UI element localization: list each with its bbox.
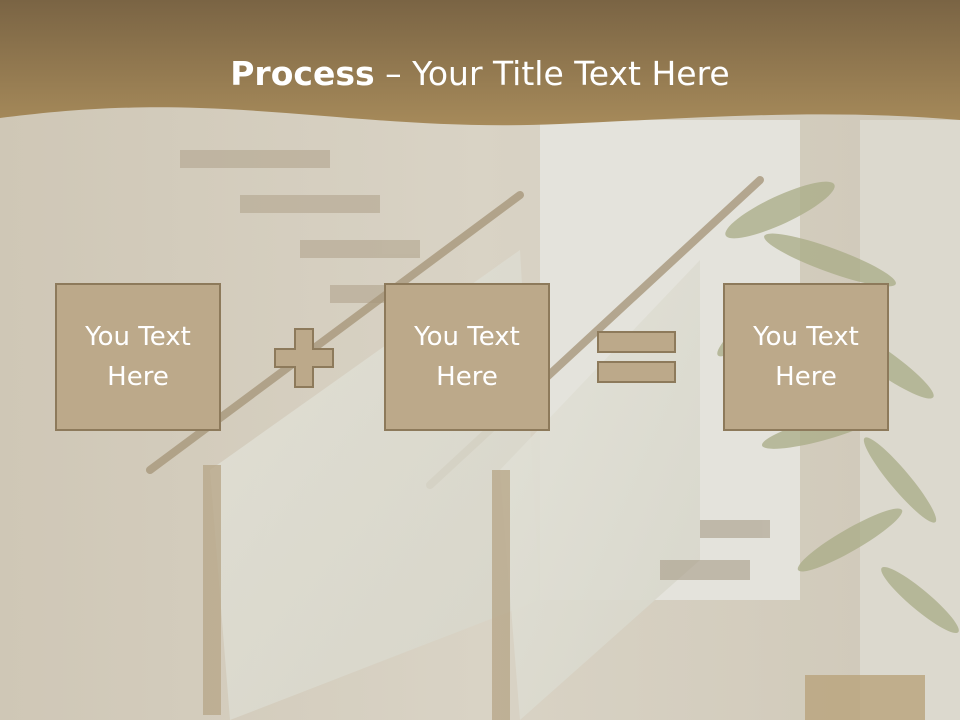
process-box-2-text: You Text Here [414, 322, 520, 392]
process-box-3-text: You Text Here [753, 322, 859, 392]
title-banner [0, 0, 960, 126]
process-box-1-text: You Text Here [85, 322, 191, 392]
title-bold: Process [230, 54, 375, 93]
process-box-3[interactable]: You Text Here [723, 283, 889, 431]
slide-title: Process – Your Title Text Here [0, 52, 960, 96]
equals-icon [597, 331, 676, 383]
title-rest: – Your Title Text Here [374, 54, 730, 93]
process-box-2[interactable]: You Text Here [384, 283, 550, 431]
plus-icon [274, 328, 334, 388]
process-box-1[interactable]: You Text Here [55, 283, 221, 431]
